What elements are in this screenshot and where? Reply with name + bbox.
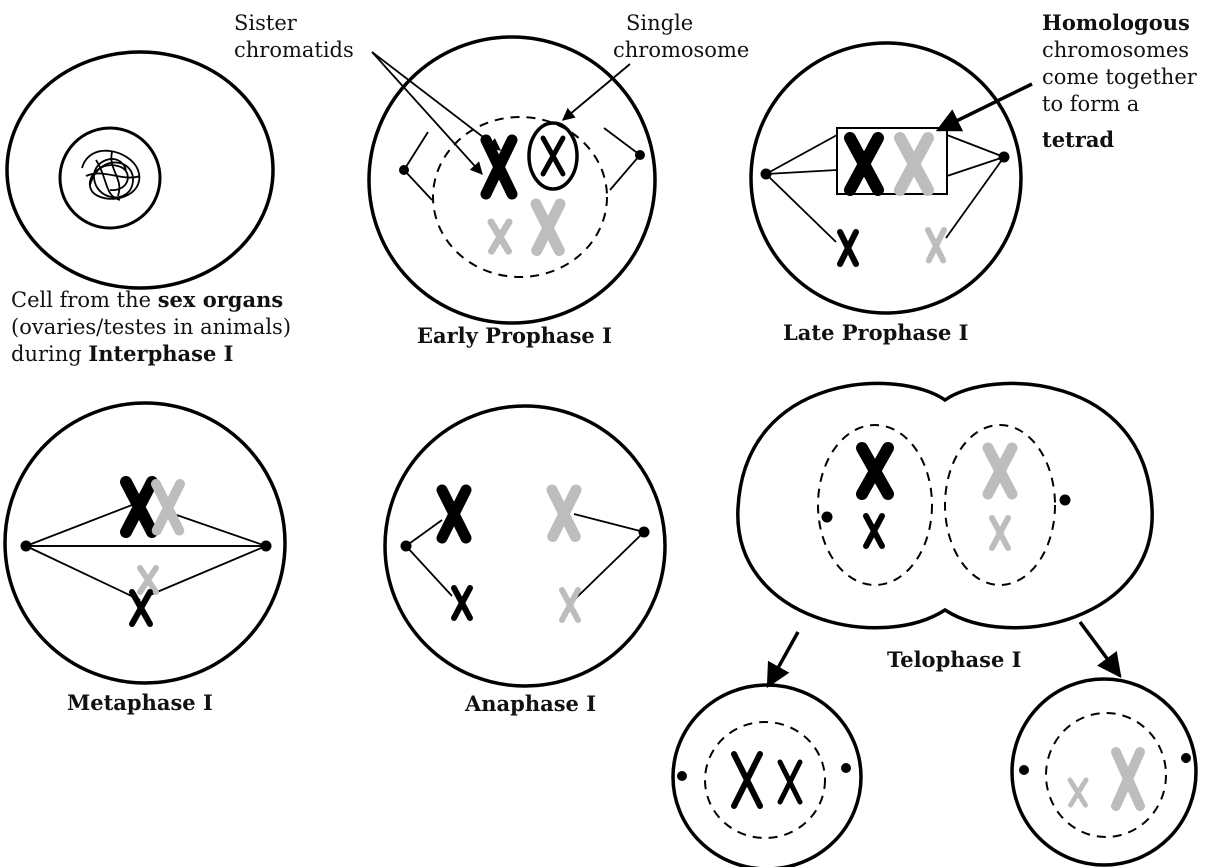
daughter-right-light-small [1067, 777, 1089, 809]
anaphase-light-large [546, 484, 582, 544]
late-prophase-small-light [925, 227, 947, 265]
anaphase-label: Anaphase I [464, 691, 596, 716]
anaphase-light-small [559, 587, 581, 623]
metaphase-small-light [137, 565, 159, 595]
tetrad-dark-chromosome [844, 132, 884, 196]
tetrad-arrow [935, 82, 1033, 132]
telophase-dark-small [863, 513, 885, 549]
tetrad-label-line1: Homologous [1042, 10, 1190, 35]
homolog-chromosome-large [530, 198, 566, 258]
daughter-cell-left [671, 683, 863, 867]
homolog-chromosome-small [487, 218, 513, 256]
metaphase-label: Metaphase I [67, 690, 213, 715]
daughter-left-dark-large [731, 751, 763, 809]
telophase-arrow-left [766, 631, 800, 689]
tetrad-box [836, 127, 948, 195]
single-chromosome-circle [527, 121, 579, 191]
tetrad-label-line3: come together [1042, 65, 1198, 89]
tetrad-label-line2: chromosomes [1042, 38, 1189, 62]
sister-chromatids-label-line1: Sister [234, 11, 298, 35]
late-prophase-cell [749, 41, 1023, 315]
telophase-arrow-right [1078, 620, 1122, 678]
single-chromosome [540, 135, 566, 177]
chromatin-tangle [81, 149, 141, 201]
sister-chromatids-chromosome [480, 134, 518, 200]
single-chromosome-arrow [562, 63, 631, 121]
sister-chromatids-arrow-2 [371, 51, 483, 175]
tetrad-light-chromosome [894, 132, 934, 196]
sister-chromatids-label-line2: chromatids [234, 38, 354, 62]
daughter-left-dark-small [777, 759, 803, 805]
metaphase-light-chromosome [151, 479, 185, 537]
telophase-light-large [982, 442, 1018, 500]
interphase-label-line2: (ovaries/testes in animals) [11, 315, 291, 339]
telophase-light-small [989, 515, 1011, 551]
metaphase-small-dark [129, 589, 153, 627]
interphase-cell [5, 50, 275, 290]
interphase-label-line3: during Interphase I [11, 341, 233, 366]
tetrad-label-line5: tetrad [1042, 127, 1114, 152]
anaphase-dark-small [451, 585, 473, 621]
anaphase-dark-large [436, 484, 472, 544]
single-chromosome-label-line1: Single [626, 11, 693, 35]
tetrad-label-line4: to form a [1042, 92, 1139, 116]
daughter-cell-right [1010, 677, 1198, 867]
telophase-cell [736, 381, 1154, 630]
daughter-right-light-large [1111, 747, 1145, 811]
metaphase-cell [3, 401, 287, 685]
single-chromosome-label-line2: chromosome [613, 38, 749, 62]
anaphase-cell [383, 404, 667, 688]
late-prophase-label: Late Prophase I [783, 320, 968, 345]
metaphase-dark-chromosome [120, 476, 158, 538]
telophase-dark-large [856, 442, 894, 500]
telophase-label: Telophase I [887, 647, 1021, 672]
sister-chromatids-arrow-1 [371, 51, 502, 151]
early-prophase-label: Early Prophase I [417, 323, 612, 348]
late-prophase-small-dark [837, 229, 859, 267]
interphase-label-line1: Cell from the sex organs [11, 287, 283, 312]
